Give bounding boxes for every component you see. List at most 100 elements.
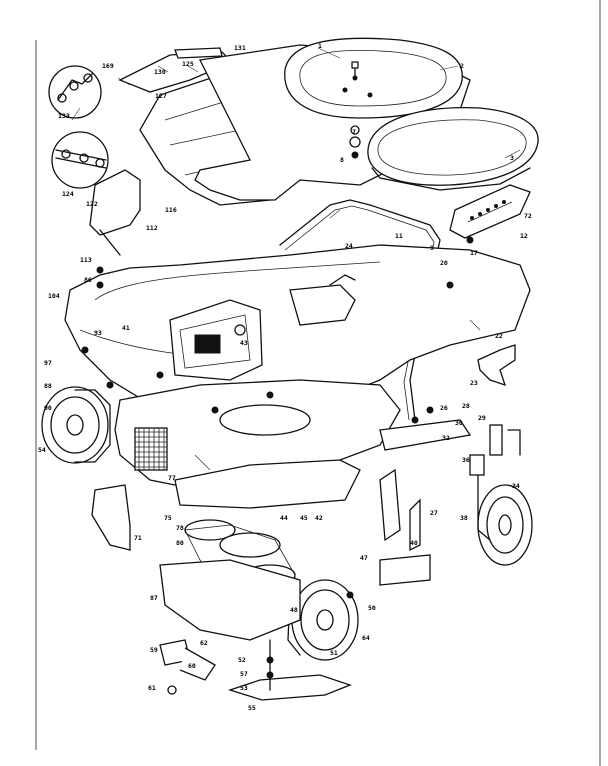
callout-label: 1	[318, 42, 322, 50]
callout-label: 8	[340, 156, 344, 164]
gear-lever	[289, 274, 356, 326]
axle-plate	[379, 554, 431, 586]
callout-label: 44	[280, 514, 288, 522]
callout-label: 80	[176, 539, 184, 547]
cutting-blade	[227, 674, 352, 701]
hood-bracket	[174, 47, 223, 59]
callout-label: 71	[134, 534, 142, 542]
mount-bracket	[89, 169, 141, 236]
callout-label: 53	[240, 684, 248, 692]
chain-link-inset	[48, 65, 102, 119]
callout-label: 130	[154, 68, 166, 76]
callout-label: 24	[345, 242, 353, 250]
deck-pulley-opening	[219, 404, 311, 436]
callout-label: 75	[164, 514, 172, 522]
callout-label: 169	[102, 62, 114, 70]
callout-label: 87	[150, 594, 158, 602]
callout-label: 47	[360, 554, 368, 562]
callout-label: 93	[94, 329, 102, 337]
callout-label: 61	[148, 684, 156, 692]
callout-label: 42	[315, 514, 323, 522]
engine-block	[169, 299, 263, 381]
front-spindle	[477, 469, 491, 541]
rear-wheel-left	[41, 386, 111, 464]
callout-label: 57	[240, 670, 248, 678]
callout-label: 51	[330, 649, 338, 657]
callout-label: 62	[200, 639, 208, 647]
front-axle	[379, 419, 472, 451]
callout-label: 3	[510, 154, 514, 162]
callout-label: 38	[460, 514, 468, 522]
callout-label: 40	[410, 539, 418, 547]
callout-label: 113	[80, 256, 92, 264]
seat-hardware	[349, 125, 361, 159]
callout-label: 88	[44, 382, 52, 390]
hardware-dots	[81, 236, 474, 679]
leader-lines	[71, 47, 521, 471]
seat-pan	[284, 37, 463, 119]
callout-label: 43	[240, 339, 248, 347]
callout-label: 17	[470, 249, 478, 257]
callout-label: 60	[188, 662, 196, 670]
callout-label: 125	[182, 60, 194, 68]
callout-label: 52	[238, 656, 246, 664]
callout-label: 32	[442, 434, 450, 442]
pedal-bracket	[489, 424, 521, 456]
callout-label: 7	[352, 128, 356, 136]
callout-label: 12	[520, 232, 528, 240]
callout-label: 64	[362, 634, 370, 642]
callout-label: 55	[248, 704, 256, 712]
hitch-bracket	[477, 344, 516, 387]
callout-label: 104	[48, 292, 60, 300]
callout-label: 29	[478, 414, 486, 422]
transmission-housing	[159, 559, 301, 641]
deck-skirt	[174, 459, 361, 509]
callout-label: 124	[62, 190, 74, 198]
shield-plate	[91, 484, 131, 551]
callout-label: 45	[300, 514, 308, 522]
callout-label: 122	[86, 200, 98, 208]
callout-label: 48	[290, 606, 298, 614]
seat-cushion	[367, 106, 539, 191]
callout-labels: 133 169 130 125 127 131 1 2 3 122 124 11…	[38, 42, 532, 712]
callout-label: 86	[84, 276, 92, 284]
callout-label: 36	[462, 456, 470, 464]
callout-label: 9	[430, 244, 434, 252]
callout-label: 131	[234, 44, 246, 52]
callout-label: 97	[44, 359, 52, 367]
callout-label: 11	[395, 232, 403, 240]
callout-label: 22	[495, 332, 503, 340]
callout-label: 30	[455, 419, 463, 427]
callout-label: 54	[38, 446, 46, 454]
callout-label: 59	[150, 646, 158, 654]
dash-panel	[449, 184, 531, 239]
blade-spindle	[159, 639, 216, 695]
chain-inset	[51, 131, 109, 189]
callout-label: 133	[58, 112, 70, 120]
callout-label: 34	[512, 482, 520, 490]
callout-label: 90	[44, 404, 52, 412]
callout-label: 41	[122, 324, 130, 332]
axle-bracket	[409, 498, 421, 552]
seat-bolt	[351, 61, 359, 81]
grass-deflector	[134, 427, 168, 471]
callout-label: 127	[155, 92, 167, 100]
callout-label: 77	[168, 474, 176, 482]
callout-label: 28	[462, 402, 470, 410]
frame-deck	[64, 244, 531, 421]
callout-label: 20	[440, 259, 448, 267]
front-wheel-right	[477, 484, 533, 566]
callout-label: 26	[440, 404, 448, 412]
callout-label: 23	[470, 379, 478, 387]
callout-label: 112	[146, 224, 158, 232]
callout-label: 72	[524, 212, 532, 220]
callout-label: 2	[460, 62, 464, 70]
callout-label: 50	[368, 604, 376, 612]
axle-bracket	[379, 468, 401, 542]
callout-label: 78	[176, 524, 184, 532]
handle-rod	[279, 199, 441, 421]
callout-label: 116	[165, 206, 177, 214]
callout-label: 27	[430, 509, 438, 517]
